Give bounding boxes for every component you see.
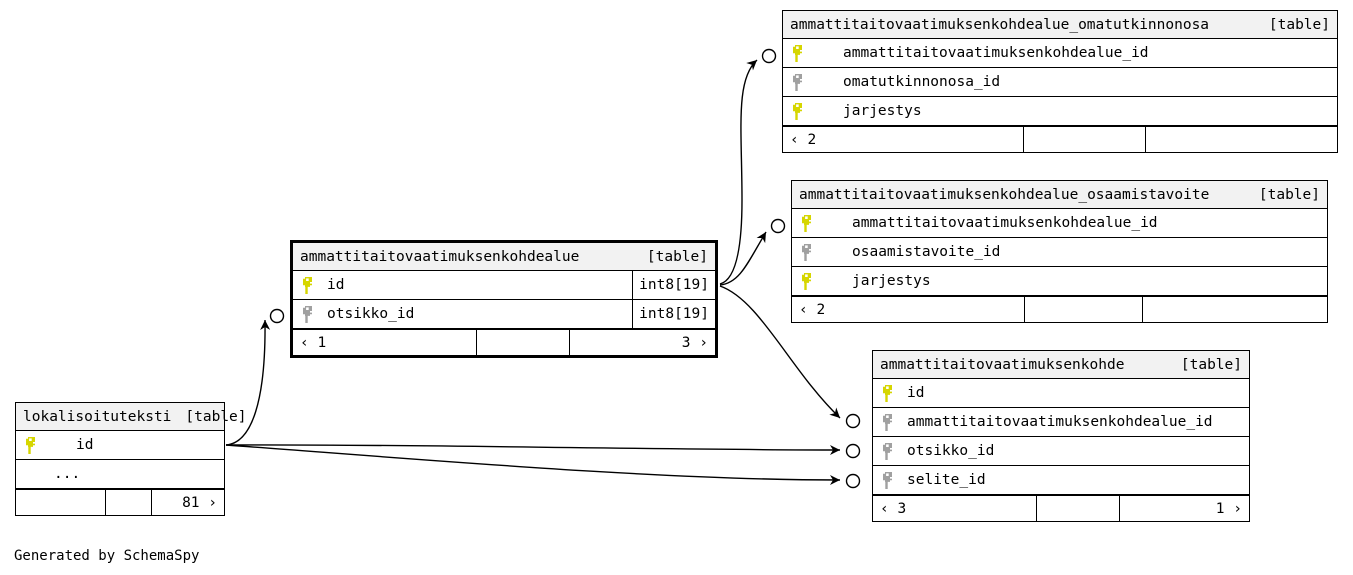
column-name: otsikko_id [327,306,415,322]
table-header-ammattitaitovaatimuksenkohdealue: ammattitaitovaatimuksenkohdealue [table] [293,243,715,271]
footer-prev-count[interactable]: ‹ 1 [293,330,477,355]
table-node-ammattitaitovaatimuksenkohde[interactable]: ammattitaitovaatimuksenkohde [table] id amm… [872,350,1250,522]
foreign-key-icon [873,413,903,431]
primary-key-icon [873,384,903,402]
primary-key-icon [783,44,813,62]
table-footer-lokalisoituteksti: 81 › [16,489,224,515]
table-type-tag: [table] [185,408,247,425]
edge-kohdealue-to-omatutkinnonosa [719,59,758,285]
table-header-ammattitaitovaatimuksenkohdealue_osaamistavoite: ammattitaitovaatimuksenkohdealue_osaamis… [792,181,1327,209]
table-type-tag: [table] [1258,186,1320,203]
column-name: osaamistavoite_id [852,244,1001,260]
table-node-lokalisoituteksti[interactable]: lokalisoituteksti [table] id... 81 › [15,402,247,516]
table-title: ammattitaitovaatimuksenkohde [880,356,1125,373]
table-title: ammattitaitovaatimuksenkohdealue_omatutk… [790,16,1210,33]
foreign-key-icon [792,243,822,261]
column-name: selite_id [907,472,986,488]
table-title: ammattitaitovaatimuksenkohdealue_osaamis… [799,186,1210,203]
table-column-row[interactable]: otsikko_id int8[19] [293,300,715,329]
table-column-row[interactable]: otsikko_id [873,437,1249,466]
footer-prev-count[interactable] [16,490,106,515]
footer-next-count[interactable] [1143,297,1327,322]
column-name: id [327,277,345,293]
footer-middle [1025,297,1143,322]
foreign-key-icon [873,442,903,460]
table-column-row[interactable]: ammattitaitovaatimuksenkohdealue_id [873,408,1249,437]
column-name: id [76,437,94,453]
table-column-row[interactable]: selite_id [873,466,1249,495]
table-title: ammattitaitovaatimuksenkohdealue [300,248,580,265]
primary-key-icon [792,214,822,232]
foreign-key-icon [873,471,903,489]
table-column-row[interactable]: ammattitaitovaatimuksenkohdealue_id [783,39,1337,68]
footer-middle [1037,496,1120,521]
generated-by-credit: Generated by SchemaSpy [14,548,200,564]
table-footer-ammattitaitovaatimuksenkohdealue: ‹ 1 3 › [293,329,715,355]
footer-next-count[interactable]: 1 › [1215,500,1242,517]
table-column-row[interactable]: id [16,431,224,460]
primary-key-icon [16,436,46,454]
table-node-ammattitaitovaatimuksenkohdealue_omatutkinnonosa[interactable]: ammattitaitovaatimuksenkohdealue_omatutk… [782,10,1338,153]
column-name: omatutkinnonosa_id [843,74,1001,90]
column-name: jarjestys [852,273,931,289]
table-column-row[interactable]: osaamistavoite_id [792,238,1327,267]
primary-key-icon [792,272,822,290]
table-footer-ammattitaitovaatimuksenkohdealue_omatutkinnonosa: ‹ 2 [783,126,1337,152]
column-name: ... [54,466,81,482]
table-column-row[interactable]: jarjestys [792,267,1327,296]
table-type-tag: [table] [1268,16,1330,33]
table-column-row[interactable]: id int8[19] [293,271,715,300]
table-column-row[interactable]: ... [16,460,224,489]
footer-prev-count[interactable]: ‹ 2 [783,127,1024,152]
table-header-lokalisoituteksti: lokalisoituteksti [table] [16,403,247,431]
table-type-tag: [table] [646,248,708,265]
foreign-key-icon [783,73,813,91]
footer-prev-count[interactable]: ‹ 2 [792,297,1025,322]
table-title: lokalisoituteksti [23,408,172,425]
table-header-ammattitaitovaatimuksenkohdealue_omatutkinnonosa: ammattitaitovaatimuksenkohdealue_omatutk… [783,11,1337,39]
edge-lokalisoituteksti-to-kohde-otsikko [225,444,841,455]
footer-prev-count[interactable]: ‹ 3 [873,496,1037,521]
table-node-ammattitaitovaatimuksenkohdealue[interactable]: ammattitaitovaatimuksenkohdealue [table] i… [290,240,718,358]
table-column-row[interactable]: jarjestys [783,97,1337,126]
primary-key-icon [293,276,323,294]
primary-key-icon [783,102,813,120]
column-name: jarjestys [843,103,922,119]
footer-next-count[interactable]: 81 › [182,494,217,511]
table-header-ammattitaitovaatimuksenkohde: ammattitaitovaatimuksenkohde [table] [873,351,1249,379]
column-name: ammattitaitovaatimuksenkohdealue_id [852,215,1158,231]
column-name: otsikko_id [907,443,995,459]
footer-middle [106,490,152,515]
edge-kohdealue-to-osaamistavoite [719,231,767,286]
table-type-tag: [table] [1180,356,1242,373]
footer-middle [477,330,570,355]
edge-lokalisoituteksti-to-kohdealue-otsikko [225,319,271,446]
table-footer-ammattitaitovaatimuksenkohde: ‹ 3 1 › [873,495,1249,521]
table-column-row[interactable]: ammattitaitovaatimuksenkohdealue_id [792,209,1327,238]
column-type: int8[19] [632,271,715,299]
edge-lokalisoituteksti-to-kohde-selite [225,444,841,485]
column-name: ammattitaitovaatimuksenkohdealue_id [843,45,1149,61]
footer-middle [1024,127,1146,152]
table-node-ammattitaitovaatimuksenkohdealue_osaamistavoite[interactable]: ammattitaitovaatimuksenkohdealue_osaamis… [791,180,1328,323]
footer-next-count[interactable] [1146,127,1337,152]
table-column-row[interactable]: id [873,379,1249,408]
table-column-row[interactable]: omatutkinnonosa_id [783,68,1337,97]
column-name: id [907,385,925,401]
column-type: int8[19] [632,300,715,328]
column-name: ammattitaitovaatimuksenkohdealue_id [907,414,1213,430]
foreign-key-icon [293,305,323,323]
footer-next-count[interactable]: 3 › [681,334,708,351]
table-footer-ammattitaitovaatimuksenkohdealue_osaamistavoite: ‹ 2 [792,296,1327,322]
